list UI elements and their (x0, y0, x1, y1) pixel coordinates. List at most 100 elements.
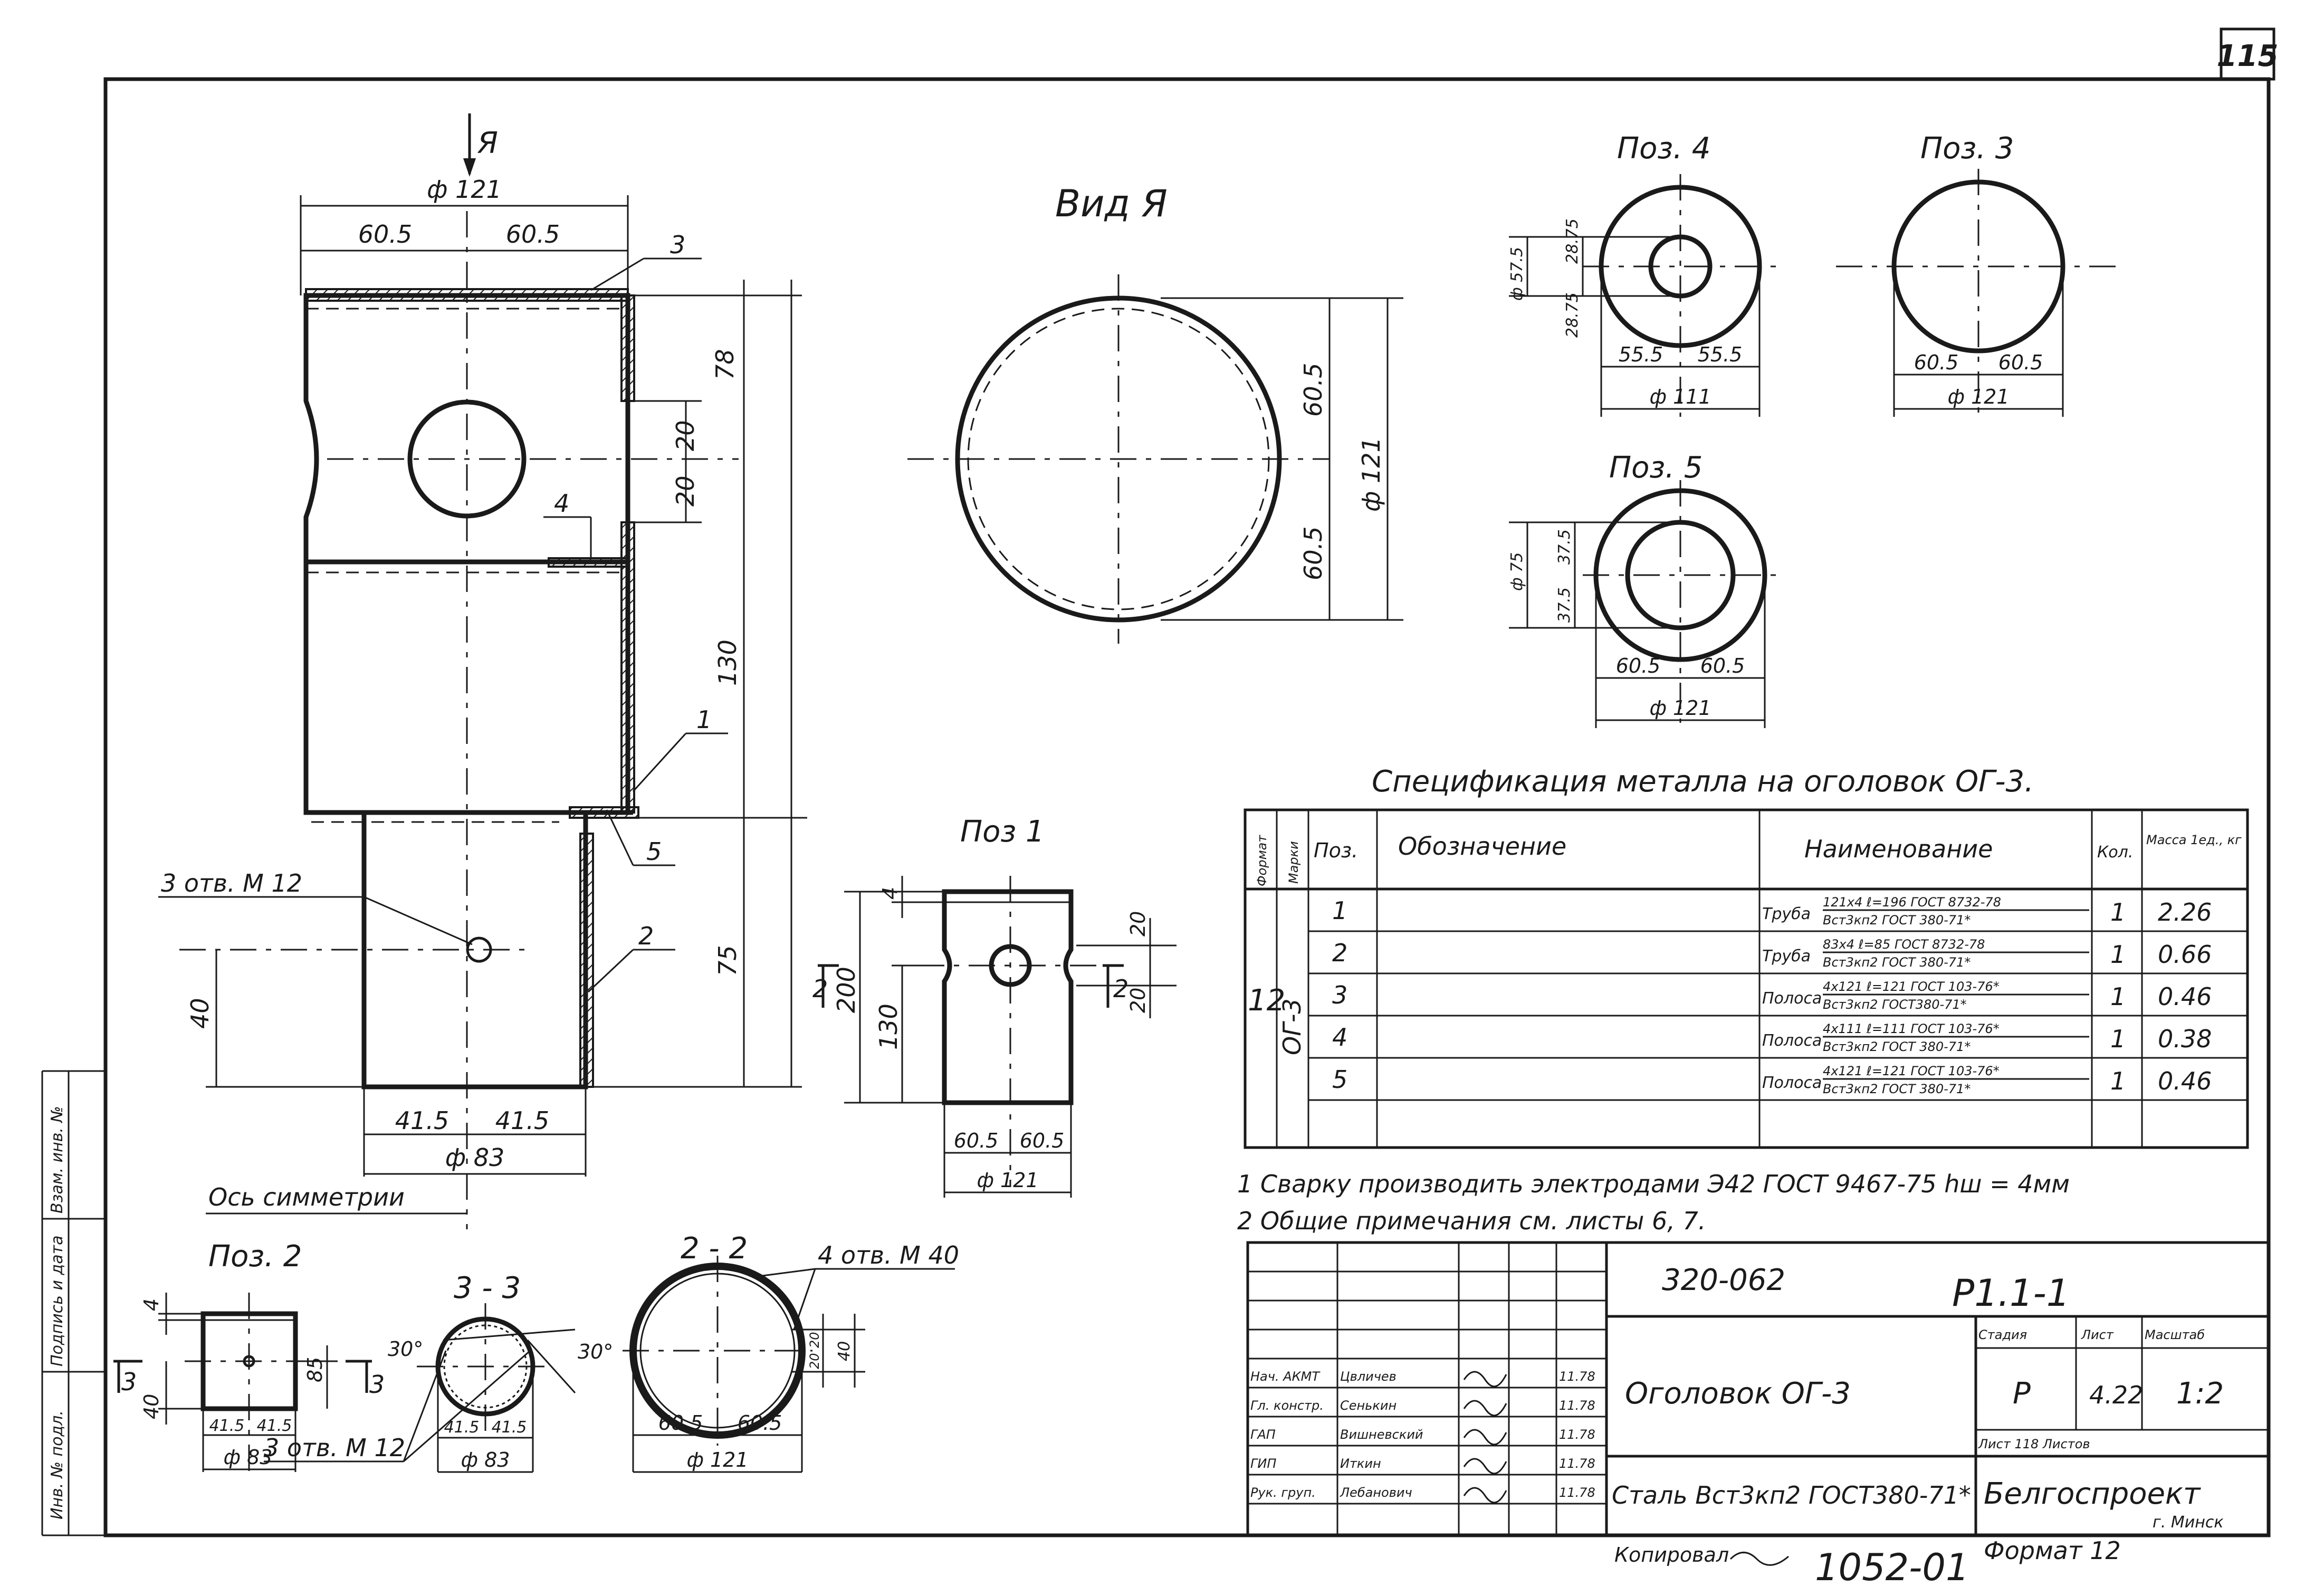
view-ya-dim-bottom: 60.5 (1299, 527, 1327, 580)
note-2: 2 Общие примечания см. листы 6, 7. (1237, 1207, 1706, 1235)
footer: Копировал 1052-01 Формат 12 (1614, 1536, 2121, 1589)
stage-label: Стадия (1978, 1327, 2027, 1342)
side-hole (407, 399, 527, 519)
dia-bottom: ф 83 (445, 1143, 504, 1172)
pos2-half-right: 41.5 (257, 1417, 292, 1435)
pos1-dia: ф 121 (977, 1169, 1038, 1192)
section22-holes-note: 4 отв. М 40 (818, 1241, 959, 1269)
spec-header-designation: Обозначение (1398, 832, 1566, 861)
section33-dia: ф 83 (461, 1448, 510, 1471)
spec-row-mass: 0.46 (2158, 982, 2212, 1011)
sheet-label: Лист (2081, 1327, 2114, 1342)
spec-header-format: Формат (1255, 835, 1269, 886)
inv-orig-label: Инв. № подл. (48, 1410, 66, 1519)
spec-header-marka: Марки (1286, 841, 1301, 884)
pos4-dim-b: 28.75 (1563, 292, 1582, 338)
pos4-detail: Поз. 4 ф 57.5 28.75 28.75 55.5 55.5 ф 11… (1508, 131, 1778, 417)
half-bottom-right: 41.5 (495, 1106, 549, 1135)
signature-row: ГАП Вишневский 11.78 (1250, 1427, 1595, 1446)
spec-row-qty: 1 (2110, 1067, 2126, 1095)
dim-40: 40 (186, 998, 214, 1029)
pos4-dia-left: ф 57.5 (1508, 247, 1526, 301)
signature-name: Лебанович (1340, 1485, 1412, 1500)
pos5-half-right: 60.5 (1700, 654, 1745, 677)
pos1-dim-20a: 20 (1126, 911, 1150, 936)
pos2-cut: 3 (121, 1368, 137, 1396)
section22-dia: ф 121 (686, 1448, 748, 1471)
pos1-cut-right: 2 (1113, 974, 1128, 1003)
inner-plate-hatch (548, 557, 629, 568)
signature-role: ГИП (1250, 1456, 1276, 1471)
sheet-number-box: 115 (2217, 27, 2278, 81)
section33-marker: 3 (369, 1370, 385, 1399)
pos-1-label: 1 (696, 705, 712, 734)
replace-inv-label: Взам. инв. № (48, 1106, 66, 1213)
spec-row-type: Труба (1762, 947, 1811, 966)
spec-row-type: Полоса (1762, 1074, 1822, 1092)
pos2-dia: ф 83 (224, 1446, 273, 1469)
spec-row-pos: 1 (1332, 896, 1347, 925)
section-3-3: 3 - 3 30° 30° 3 41.5 41.5 ф 83 3 отв. М … (264, 1271, 613, 1473)
spec-row: 1 Труба 121х4 ℓ=196 ГОСТ 8732-78 Вст3кп2… (1332, 895, 2212, 928)
pos3-title: Поз. 3 (1920, 131, 2014, 166)
section33-half-right: 41.5 (492, 1418, 527, 1437)
spec-row-qty: 1 (2110, 1025, 2126, 1053)
spec-title: Спецификация металла на оголовок ОГ-3. (1372, 764, 2034, 799)
signature-role: ГАП (1250, 1427, 1276, 1442)
pos1-detail: Поз 1 4 200 130 20 20 2 2 60.5 (812, 815, 1177, 1198)
spec-row-mass: 0.38 (2158, 1025, 2212, 1053)
organization: Белгоспроект (1984, 1477, 2201, 1511)
pos2-title: Поз. 2 (208, 1239, 302, 1274)
pos4-half-left: 55.5 (1619, 343, 1663, 366)
pos5-dim-b: 37.5 (1555, 587, 1574, 623)
signature-date-label: Подпись и дата (48, 1236, 66, 1367)
section33-title: 3 - 3 (454, 1271, 521, 1305)
pos4-title: Поз. 4 (1617, 131, 1710, 166)
pos1-half-left: 60.5 (954, 1129, 999, 1152)
spec-header-qty: Кол. (2097, 843, 2133, 862)
section22-dim-40: 40 (835, 1341, 854, 1361)
spec-row-pos: 5 (1332, 1065, 1347, 1094)
signature-row: ГИП Иткин 11.78 (1250, 1456, 1595, 1475)
spec-header-name: Наименование (1804, 835, 1993, 863)
pos1-dim-130: 130 (874, 1004, 903, 1050)
signature-date: 11.78 (1559, 1485, 1595, 1500)
scale-label: Масштаб (2145, 1327, 2205, 1342)
spec-row-name-bottom: Вст3кп2 ГОСТ 380-71* (1823, 1082, 1971, 1096)
spec-row-name-top: 83х4 ℓ=85 ГОСТ 8732-78 (1823, 937, 1985, 952)
section33-angle-right: 30° (578, 1340, 613, 1363)
spec-row-name-bottom: Вст3кп2 ГОСТ 380-71* (1823, 1039, 1971, 1054)
spec-row-type: Полоса (1762, 989, 1822, 1008)
signature-name: Иткин (1340, 1456, 1381, 1471)
section22-half-left: 60.5 (658, 1411, 703, 1435)
pos1-half-right: 60.5 (1020, 1129, 1065, 1152)
dim-20a: 20 (671, 420, 700, 451)
section33-angle-left: 30° (388, 1337, 423, 1361)
pos1-dim-200: 200 (832, 967, 860, 1013)
spec-table: Спецификация металла на оголовок ОГ-3. Ф… (1244, 764, 2249, 1149)
spec-row-name-top: 121х4 ℓ=196 ГОСТ 8732-78 (1823, 895, 2001, 910)
pos-3-label: 3 (670, 231, 685, 259)
dim-130: 130 (713, 639, 742, 686)
spec-row-name-bottom: Вст3кп2 ГОСТ 380-71* (1823, 955, 1971, 970)
section22-title: 2 - 2 (681, 1231, 748, 1266)
section22-dim-20b: 20 (807, 1353, 822, 1369)
pos5-dim-a: 37.5 (1555, 529, 1574, 565)
dim-20b: 20 (671, 475, 700, 506)
signature-row: Нач. АКМТ Цвличев 11.78 (1250, 1369, 1595, 1388)
holes-note: 3 отв. М 12 (161, 869, 302, 897)
spec-marka-value: ОГ-3 (1278, 998, 1306, 1055)
spec-row-type: Полоса (1762, 1031, 1822, 1050)
spec-row-type: Труба (1762, 905, 1811, 923)
pos-2-label: 2 (638, 922, 654, 950)
pos3-dia: ф 121 (1947, 385, 2009, 408)
pos1-cut-left: 2 (812, 974, 828, 1003)
format-label: Формат 12 (1984, 1536, 2121, 1565)
project-code: 320-062 (1662, 1263, 1785, 1297)
section22-dim-20a: 20 (807, 1332, 822, 1348)
drawing-number: 1052-01 (1815, 1546, 1969, 1589)
pos2-dim-85: 85 (303, 1357, 327, 1382)
scale-value: 1:2 (2176, 1377, 2224, 1411)
spec-row-mass: 0.46 (2158, 1067, 2212, 1095)
signature-row: Гл. констр. Сенькин 11.78 (1250, 1398, 1595, 1417)
